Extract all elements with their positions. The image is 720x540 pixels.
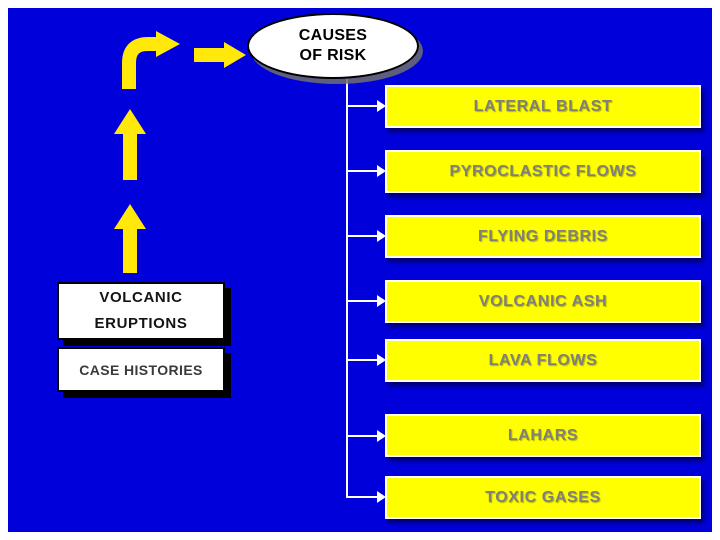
causes-of-risk-ellipse: CAUSES OF RISK xyxy=(247,13,419,79)
case-histories-label: CASE HISTORIES xyxy=(79,361,203,378)
ellipse-title-line1: CAUSES xyxy=(298,27,368,44)
risk-box-lahars: LAHARS xyxy=(385,414,701,457)
risk-box-toxic-gases: TOXIC GASES xyxy=(385,476,701,519)
risk-box-label: LATERAL BLAST xyxy=(473,97,613,115)
risk-box-label: LAVA FLOWS xyxy=(488,351,598,369)
risk-box-label: PYROCLASTIC FLOWS xyxy=(449,162,637,180)
risk-box-lateral-blast: LATERAL BLAST xyxy=(385,85,701,128)
case-histories-box: CASE HISTORIES xyxy=(57,347,225,392)
risk-box-pyroclastic-flows: PYROCLASTIC FLOWS xyxy=(385,150,701,193)
risk-box-lava-flows: LAVA FLOWS xyxy=(385,339,701,382)
risk-box-label: VOLCANIC ASH xyxy=(478,292,608,310)
risk-box-label: TOXIC GASES xyxy=(485,488,601,506)
ellipse-title-line2: OF RISK xyxy=(299,47,367,64)
volcanic-eruptions-box: VOLCANIC ERUPTIONS xyxy=(57,282,225,340)
volcanic-label-line1: VOLCANIC xyxy=(99,289,183,306)
risk-box-volcanic-ash: VOLCANIC ASH xyxy=(385,280,701,323)
risk-box-label: FLYING DEBRIS xyxy=(478,227,608,245)
risk-box-flying-debris: FLYING DEBRIS xyxy=(385,215,701,258)
risk-box-label: LAHARS xyxy=(507,426,579,444)
volcanic-label-line2: ERUPTIONS xyxy=(94,315,188,332)
